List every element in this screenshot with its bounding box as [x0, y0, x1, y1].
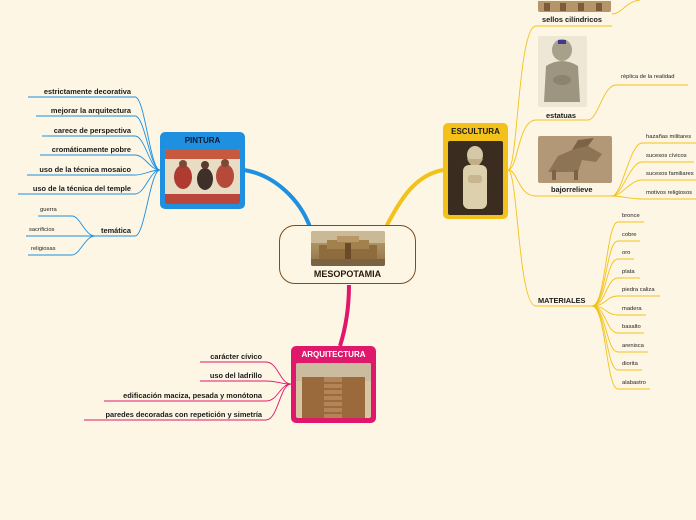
- material-item: oro: [622, 250, 631, 256]
- tematica-item: religiosas: [31, 246, 56, 252]
- escultura-label: ESCULTURA: [451, 127, 500, 136]
- arquitectura-item: paredes decoradas con repetición y simet…: [105, 410, 263, 419]
- arquitectura-item: carácter cívico: [210, 352, 262, 361]
- sellos-label: sellos cilíndricos: [542, 15, 602, 24]
- central-node-mesopotamia[interactable]: MESOPOTAMIA: [279, 225, 416, 284]
- materiales-label: MATERIALES: [538, 296, 586, 305]
- pintura-item: uso de la técnica del temple: [32, 184, 131, 193]
- estatuas-picture: [538, 36, 587, 107]
- arquitectura-label: ARQUITECTURA: [301, 350, 366, 359]
- estatuas-label: estatuas: [546, 111, 576, 120]
- tematica-item: guerra: [40, 207, 57, 213]
- material-item: diorita: [622, 361, 638, 367]
- pintura-item: estrictamente decorativa: [43, 87, 131, 96]
- escultura-node[interactable]: ESCULTURA: [443, 123, 508, 219]
- pintura-picture: [165, 149, 240, 204]
- material-item: alabastro: [622, 380, 646, 386]
- bajorrelieve-item: sucesos familiares: [646, 171, 694, 177]
- escultura-picture: [448, 141, 503, 215]
- bajorrelieve-item: motivos religiosos: [646, 190, 693, 196]
- pintura-item: mejorar la arquitectura: [50, 106, 131, 115]
- material-item: plata: [622, 269, 635, 275]
- bajorrelieve-item: hazañas militares: [646, 134, 692, 140]
- bajorrelieve-label: bajorrelieve: [551, 185, 593, 194]
- pintura-label: PINTURA: [184, 136, 221, 145]
- arquitectura-picture: [296, 363, 371, 418]
- bajorrelieve-picture: [538, 136, 612, 183]
- arquitectura-item: edificación maciza, pesada y monótona: [123, 391, 262, 400]
- arquitectura-node[interactable]: ARQUITECTURA: [291, 346, 376, 423]
- central-node-label: MESOPOTAMIA: [313, 269, 382, 279]
- tematica-item: sacrificios: [29, 227, 55, 233]
- material-item: basalto: [622, 324, 641, 330]
- arquitectura-item: uso del ladrillo: [209, 371, 262, 380]
- pintura-node[interactable]: PINTURA: [160, 132, 245, 209]
- material-item: madera: [622, 306, 642, 312]
- pintura-tematica-label: temática: [101, 226, 131, 235]
- material-item: cobre: [622, 232, 637, 238]
- sellos-picture: [538, 0, 611, 12]
- material-item: bronce: [622, 213, 640, 219]
- material-item: arenisca: [622, 343, 644, 349]
- pintura-item: carece de perspectiva: [53, 126, 131, 135]
- estatuas-detail: réplica de la realidad: [621, 74, 675, 80]
- material-item: piedra caliza: [622, 287, 655, 293]
- pintura-item: cromáticamente pobre: [51, 145, 131, 154]
- bajorrelieve-item: sucesos cívicos: [646, 153, 687, 159]
- ziggurat-picture: [311, 231, 385, 266]
- pintura-item: uso de la técnica mosaico: [39, 165, 131, 174]
